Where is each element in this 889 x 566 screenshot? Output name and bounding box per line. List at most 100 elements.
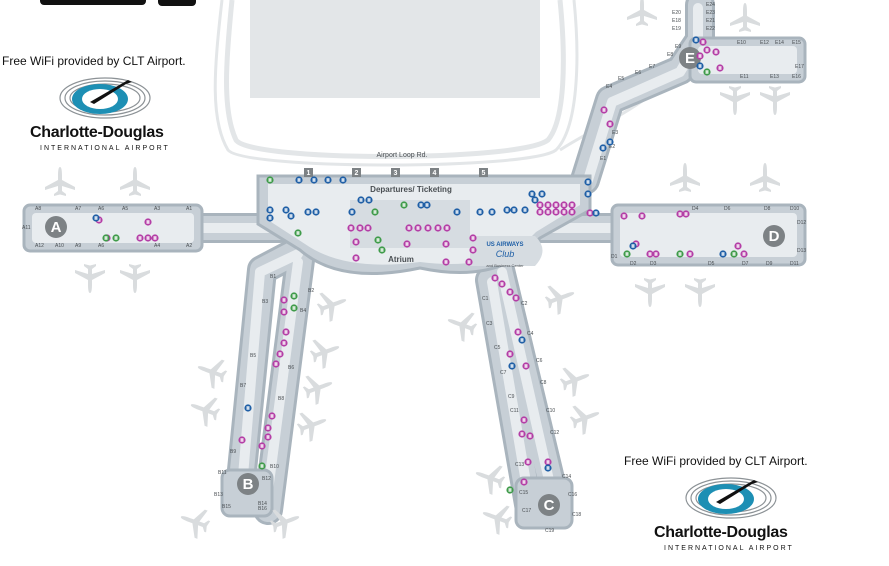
wifi-notice-left: Free WiFi provided by CLT Airport. — [2, 54, 186, 68]
shop-icon — [734, 242, 742, 250]
shop-icon — [347, 224, 355, 232]
shop-icon — [699, 38, 707, 46]
gate-label: E20 — [672, 10, 681, 16]
gate-label: A10 — [55, 243, 64, 249]
gate-label: C12 — [550, 430, 559, 436]
shop-icon — [442, 240, 450, 248]
gate-label: D3 — [650, 261, 657, 267]
shop-icon — [276, 350, 284, 358]
restroom-icon — [606, 138, 614, 146]
wifi-notice-right: Free WiFi provided by CLT Airport. — [624, 454, 808, 468]
gate-label: C9 — [508, 394, 515, 400]
restroom-icon — [310, 176, 318, 184]
road-network — [213, 0, 682, 167]
gate-label: C7 — [500, 370, 507, 376]
service-icon — [378, 246, 386, 254]
gate-label: A9 — [75, 243, 81, 249]
gate-label: B8 — [278, 396, 284, 402]
shop-icon — [560, 208, 568, 216]
gate-label: C10 — [546, 408, 555, 414]
shop-icon — [280, 308, 288, 316]
restroom-icon — [348, 208, 356, 216]
checkpoint-2: 2 — [355, 170, 359, 177]
gate-label: E16 — [792, 74, 801, 80]
shop-icon — [491, 274, 499, 282]
shop-icon — [560, 201, 568, 209]
top-bar-small-button[interactable] — [158, 0, 196, 6]
shop-icon — [522, 362, 530, 370]
gate-label: E1 — [600, 156, 606, 162]
gate-label: C5 — [494, 345, 501, 351]
restroom-icon — [503, 206, 511, 214]
restroom-icon — [692, 36, 700, 44]
restroom-icon — [538, 190, 546, 198]
gate-label: E6 — [635, 70, 641, 76]
restroom-icon — [312, 208, 320, 216]
gate-label: E9 — [675, 44, 681, 50]
shop-icon — [465, 258, 473, 266]
shop-icon — [258, 442, 266, 450]
gate-label: D2 — [630, 261, 637, 267]
shop-icon — [352, 238, 360, 246]
shop-icon — [469, 246, 477, 254]
service-icon — [623, 250, 631, 258]
concourse-d-end — [610, 203, 807, 267]
gate-label: B16 — [258, 506, 267, 512]
gate-label: E11 — [740, 74, 749, 80]
gate-label: D7 — [742, 261, 749, 267]
shop-icon — [280, 339, 288, 347]
gate-label: D1 — [611, 254, 618, 260]
restroom-icon — [304, 208, 312, 216]
service-icon — [400, 201, 408, 209]
restroom-icon — [584, 190, 592, 198]
restroom-icon — [295, 176, 303, 184]
logo-subtitle-left: INTERNATIONAL AIRPORT — [40, 145, 170, 152]
gate-label: A8 — [35, 206, 41, 212]
gate-label: A6 — [98, 206, 104, 212]
gate-label: E7 — [649, 64, 655, 70]
restroom-icon — [365, 196, 373, 204]
checkpoint-5: 5 — [482, 170, 486, 177]
shop-icon — [676, 210, 684, 218]
gate-label: B13 — [214, 492, 223, 498]
restroom-icon — [282, 206, 290, 214]
service-icon — [374, 236, 382, 244]
shop-icon — [606, 120, 614, 128]
shop-icon — [136, 234, 144, 242]
restroom-icon — [599, 144, 607, 152]
gate-label: A7 — [75, 206, 81, 212]
logo-swoosh-icon — [685, 477, 777, 519]
shop-icon — [682, 210, 690, 218]
shop-icon — [552, 208, 560, 216]
shop-icon — [264, 433, 272, 441]
top-bar-button[interactable] — [40, 0, 146, 5]
shop-icon — [600, 106, 608, 114]
shop-icon — [586, 209, 594, 217]
service-icon — [730, 250, 738, 258]
gate-label: E13 — [770, 74, 779, 80]
restroom-icon — [518, 336, 526, 344]
gate-label: B4 — [300, 308, 306, 314]
main-terminal — [256, 174, 592, 276]
gate-label: E23 — [706, 10, 715, 16]
shop-icon — [405, 224, 413, 232]
gate-label: B2 — [308, 288, 314, 294]
shop-icon — [712, 48, 720, 56]
gate-label: A11 — [22, 225, 31, 231]
gate-label: C1 — [482, 296, 489, 302]
gate-label: B12 — [262, 476, 271, 482]
gate-label: B3 — [262, 299, 268, 305]
gate-label: E10 — [737, 40, 746, 46]
restroom-icon — [488, 208, 496, 216]
shop-icon — [568, 201, 576, 209]
shop-icon — [652, 250, 660, 258]
gate-label: A3 — [154, 206, 160, 212]
gate-label: D6 — [724, 206, 731, 212]
atrium-label: Atrium — [388, 255, 414, 264]
service-icon — [290, 292, 298, 300]
gate-label: E3 — [612, 130, 618, 136]
service-icon — [703, 68, 711, 76]
logo-subtitle-right: INTERNATIONAL AIRPORT — [664, 545, 794, 552]
club-line2: Club — [496, 249, 515, 259]
shop-icon — [544, 208, 552, 216]
